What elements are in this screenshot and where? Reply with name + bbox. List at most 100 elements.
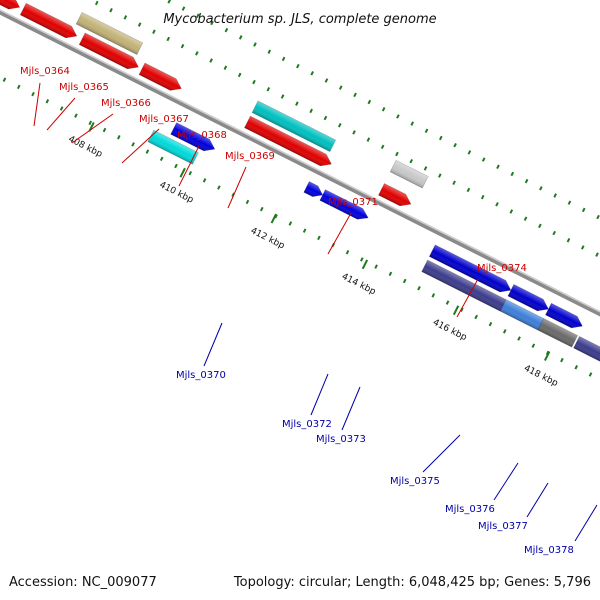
gene-label: Mjls_0364 [20,66,70,77]
tick-label: 416 kbp [431,318,469,344]
gene-label: Mjls_0371 [328,197,378,208]
major-tick [361,259,369,270]
tick-label: 418 kbp [522,364,560,390]
tick-row-outer-tick [267,49,272,54]
gene-label: Mjls_0376 [445,504,495,515]
tick-row-inner-tick [159,156,164,162]
gene-label: Mjls_0367 [139,114,189,125]
feature-0375-purple-shade [421,260,507,312]
tick-row-inner-tick [317,235,321,241]
tick-row-outer-tick [381,107,386,112]
tick-row-outer-tick [296,63,300,69]
tick-row-middle-tick [395,151,399,157]
tick-row-middle-tick [595,252,599,257]
genome-backbone [0,0,600,453]
tick-row-inner-tick [445,300,450,305]
tick-row-middle-tick [495,202,499,207]
tick-row-middle-tick [366,137,371,142]
tick-row-inner-tick [131,142,135,147]
tick-row-middle-tick [237,72,242,78]
tick-row-inner-tick [2,77,7,82]
feature-0369b-shade [139,63,182,91]
tick-row-outer-tick [224,27,229,33]
tick-row-middle-tick [223,65,228,70]
tick-row-outer-tick [196,13,200,19]
tick-row-middle-tick [452,180,456,185]
tick-row-inner-tick [431,293,436,298]
tick-row-inner-tick [374,264,378,269]
tick-rows [2,0,600,377]
tick-row-outer-tick [238,35,243,40]
tick-row-middle-tick [180,43,185,49]
callout-line [574,504,598,542]
tick-row-middle-tick [295,101,299,106]
tick-row-outer-tick [410,121,415,126]
callout-line [121,128,160,164]
tick-row-inner-tick [417,285,421,291]
tick-row-middle-tick [352,130,356,135]
tick-row-inner-tick [560,357,564,363]
tick-row-outer-tick [281,56,286,62]
tick-row-outer-tick [210,20,214,26]
tick-row-middle-tick [580,245,585,250]
feature-0372-shade [303,181,323,197]
callout-line [310,373,329,416]
tick-row-outer-tick [510,171,515,177]
callout-line [203,322,223,367]
gene-label: Mjls_0373 [316,434,366,445]
tick-row-middle-tick [509,209,514,214]
tick-row-inner-tick [188,170,193,176]
major-tick [179,167,186,178]
feature-0374-red-shade [378,183,411,206]
genome-backbone-highlight [0,0,600,451]
feature-0368-shade [20,3,77,38]
tick-row-middle-tick [409,158,414,164]
accession-text: Accession: NC_009077 [9,575,157,590]
tick-row-middle-tick [137,22,142,27]
tick-row-outer-tick [253,42,257,47]
tick-row-inner-tick [217,185,221,190]
feature-0367-shade [0,0,20,10]
tick-row-inner-tick [288,221,293,226]
tick-row-outer-tick [338,85,343,90]
callout-line [526,482,549,518]
tick-row-middle-tick [438,173,442,178]
tick-row-middle-tick [423,166,428,171]
callout-line [456,278,479,318]
feature-0377-shade [545,303,583,328]
tick-label: 410 kbp [158,180,196,206]
tick-row-middle-tick [266,87,271,92]
tick-row-inner-tick [117,134,121,140]
tick-row-middle-tick [252,79,256,85]
feature-0374-gray-shade [390,160,429,189]
gene-label: Mjls_0378 [524,545,574,556]
tick-row-outer-tick [367,99,372,105]
tick-row-inner-tick [174,163,178,169]
callout-line [33,82,41,127]
tick-row-inner-tick [45,99,50,104]
tick-row-inner-tick [31,91,35,97]
feature-0376-shade [507,284,549,311]
tick-row-middle-tick [480,194,485,200]
major-tick [270,213,277,224]
tick-row-inner-tick [502,329,507,334]
tick-row-outer-tick [481,157,486,162]
callout-line [327,212,352,255]
tick-row-middle-tick [166,36,171,42]
tick-row-outer-tick [310,71,314,76]
gene-label: Mjls_0372 [282,419,332,430]
tick-row-inner-tick [145,149,150,154]
major-tick [88,121,95,132]
feature-0371-red-shade [244,116,332,166]
tick-row-middle-tick [280,94,285,99]
feature-0369-shade [79,32,139,69]
tick-row-inner-tick [388,271,393,277]
tick-row-inner-tick [88,120,93,126]
gene-callouts: Mjls_0364Mjls_0365Mjls_0366Mjls_0367Mjls… [20,66,598,556]
tick-row-inner-tick [402,278,407,284]
gene-label: Mjls_0375 [390,476,440,487]
callout-line [493,462,519,501]
feature-0376-lightblue-shade [500,299,544,331]
tick-row-inner-tick [345,250,350,255]
